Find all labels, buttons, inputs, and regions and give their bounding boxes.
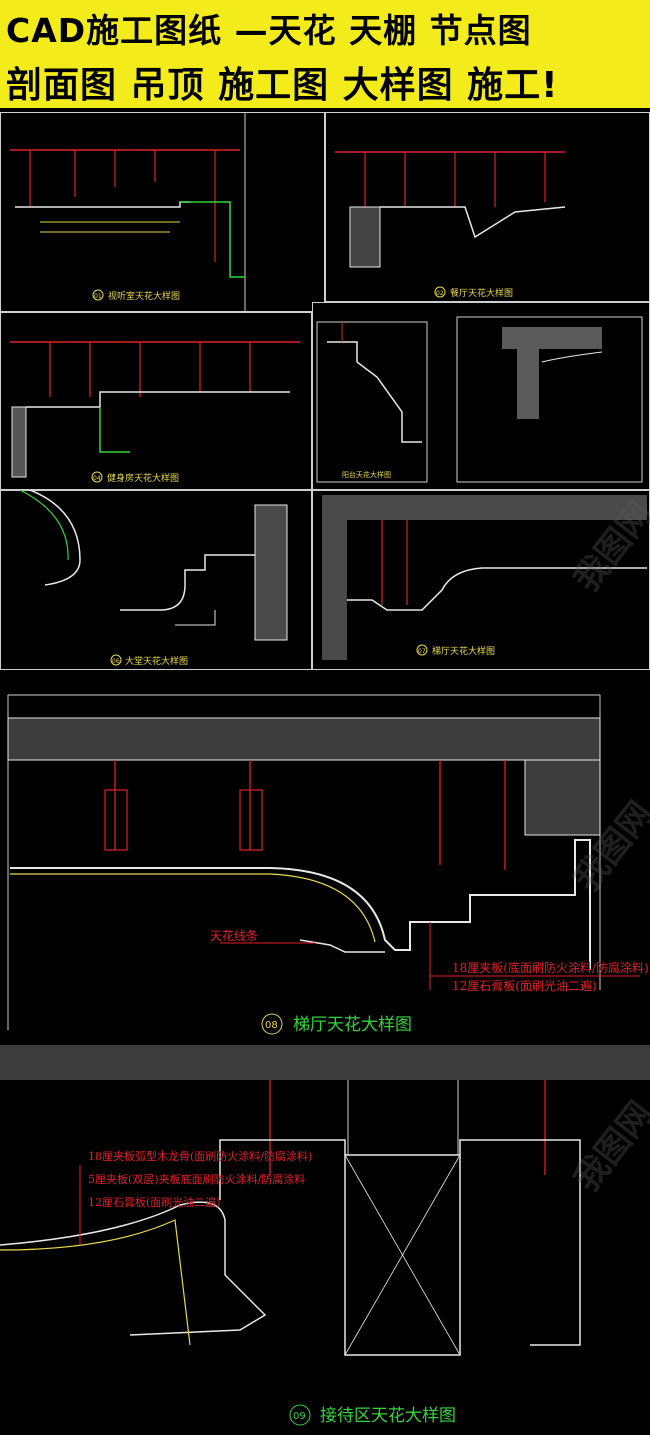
panel-02-number: 02 (436, 290, 444, 297)
panel-06-number: 06 (112, 658, 120, 665)
detail-panel-05: 阳台天花大样图 (312, 302, 650, 490)
detail-panel-09: 18厘夹板弧型木龙骨(面刷防火涂料/防腐涂料) 5厘夹板(双层)夹板底面刷防火涂… (0, 1045, 650, 1435)
panel-09-note-2: 5厘夹板(双层)夹板底面刷防火涂料/防腐涂料 (88, 1172, 305, 1186)
panel-09-note-3: 12厘石膏板(面刷光油二遍) (88, 1195, 221, 1209)
banner-title-line-2: 剖面图 吊顶 施工图 大样图 施工! (6, 65, 559, 106)
detail-panel-02: 02 餐厅天花大样图 (325, 112, 650, 302)
panel-09-note-1: 18厘夹板弧型木龙骨(面刷防火涂料/防腐涂料) (88, 1149, 312, 1163)
panel-08-note-2: 12厘石膏板(面刷光油二遍) (452, 978, 597, 993)
detail-panel-01: 01 视听室天花大样图 (0, 112, 325, 312)
panel-07-number: 07 (418, 648, 426, 655)
panel-02-title: 餐厅天花大样图 (450, 287, 513, 299)
panel-01-number: 01 (94, 293, 102, 300)
detail-panel-06: 06 大堂天花大样图 (0, 490, 312, 670)
banner-title-line-1: CAD施工图纸 —天花 天棚 节点图 (6, 11, 532, 50)
detail-panel-08: 天花线条 18厘夹板(底面刷防火涂料/防腐涂料) 12厘石膏板(面刷光油二遍) … (0, 690, 650, 1035)
panel-08-title: 梯厅天花大样图 (293, 1015, 412, 1035)
panel-09-number: 09 (293, 1411, 306, 1422)
panel-05-title: 阳台天花大样图 (342, 470, 391, 479)
detail-panel-07: 07 梯厅天花大样图 (312, 490, 650, 670)
panel-04-number: 04 (93, 475, 101, 482)
panel-01-title: 视听室天花大样图 (108, 290, 180, 302)
detail-panel-04: 04 健身房天花大样图 (0, 312, 312, 490)
title-banner: CAD施工图纸 —天花 天棚 节点图 剖面图 吊顶 施工图 大样图 施工! (0, 0, 650, 108)
panel-08-note-1: 18厘夹板(底面刷防火涂料/防腐涂料) (452, 960, 649, 975)
panel-07-title: 梯厅天花大样图 (432, 645, 495, 657)
panel-08-note-line: 天花线条 (210, 928, 258, 943)
panel-06-title: 大堂天花大样图 (125, 655, 188, 667)
panel-04-title: 健身房天花大样图 (107, 472, 179, 484)
panel-08-number: 08 (265, 1020, 278, 1031)
panel-09-title: 接待区天花大样图 (320, 1406, 456, 1426)
